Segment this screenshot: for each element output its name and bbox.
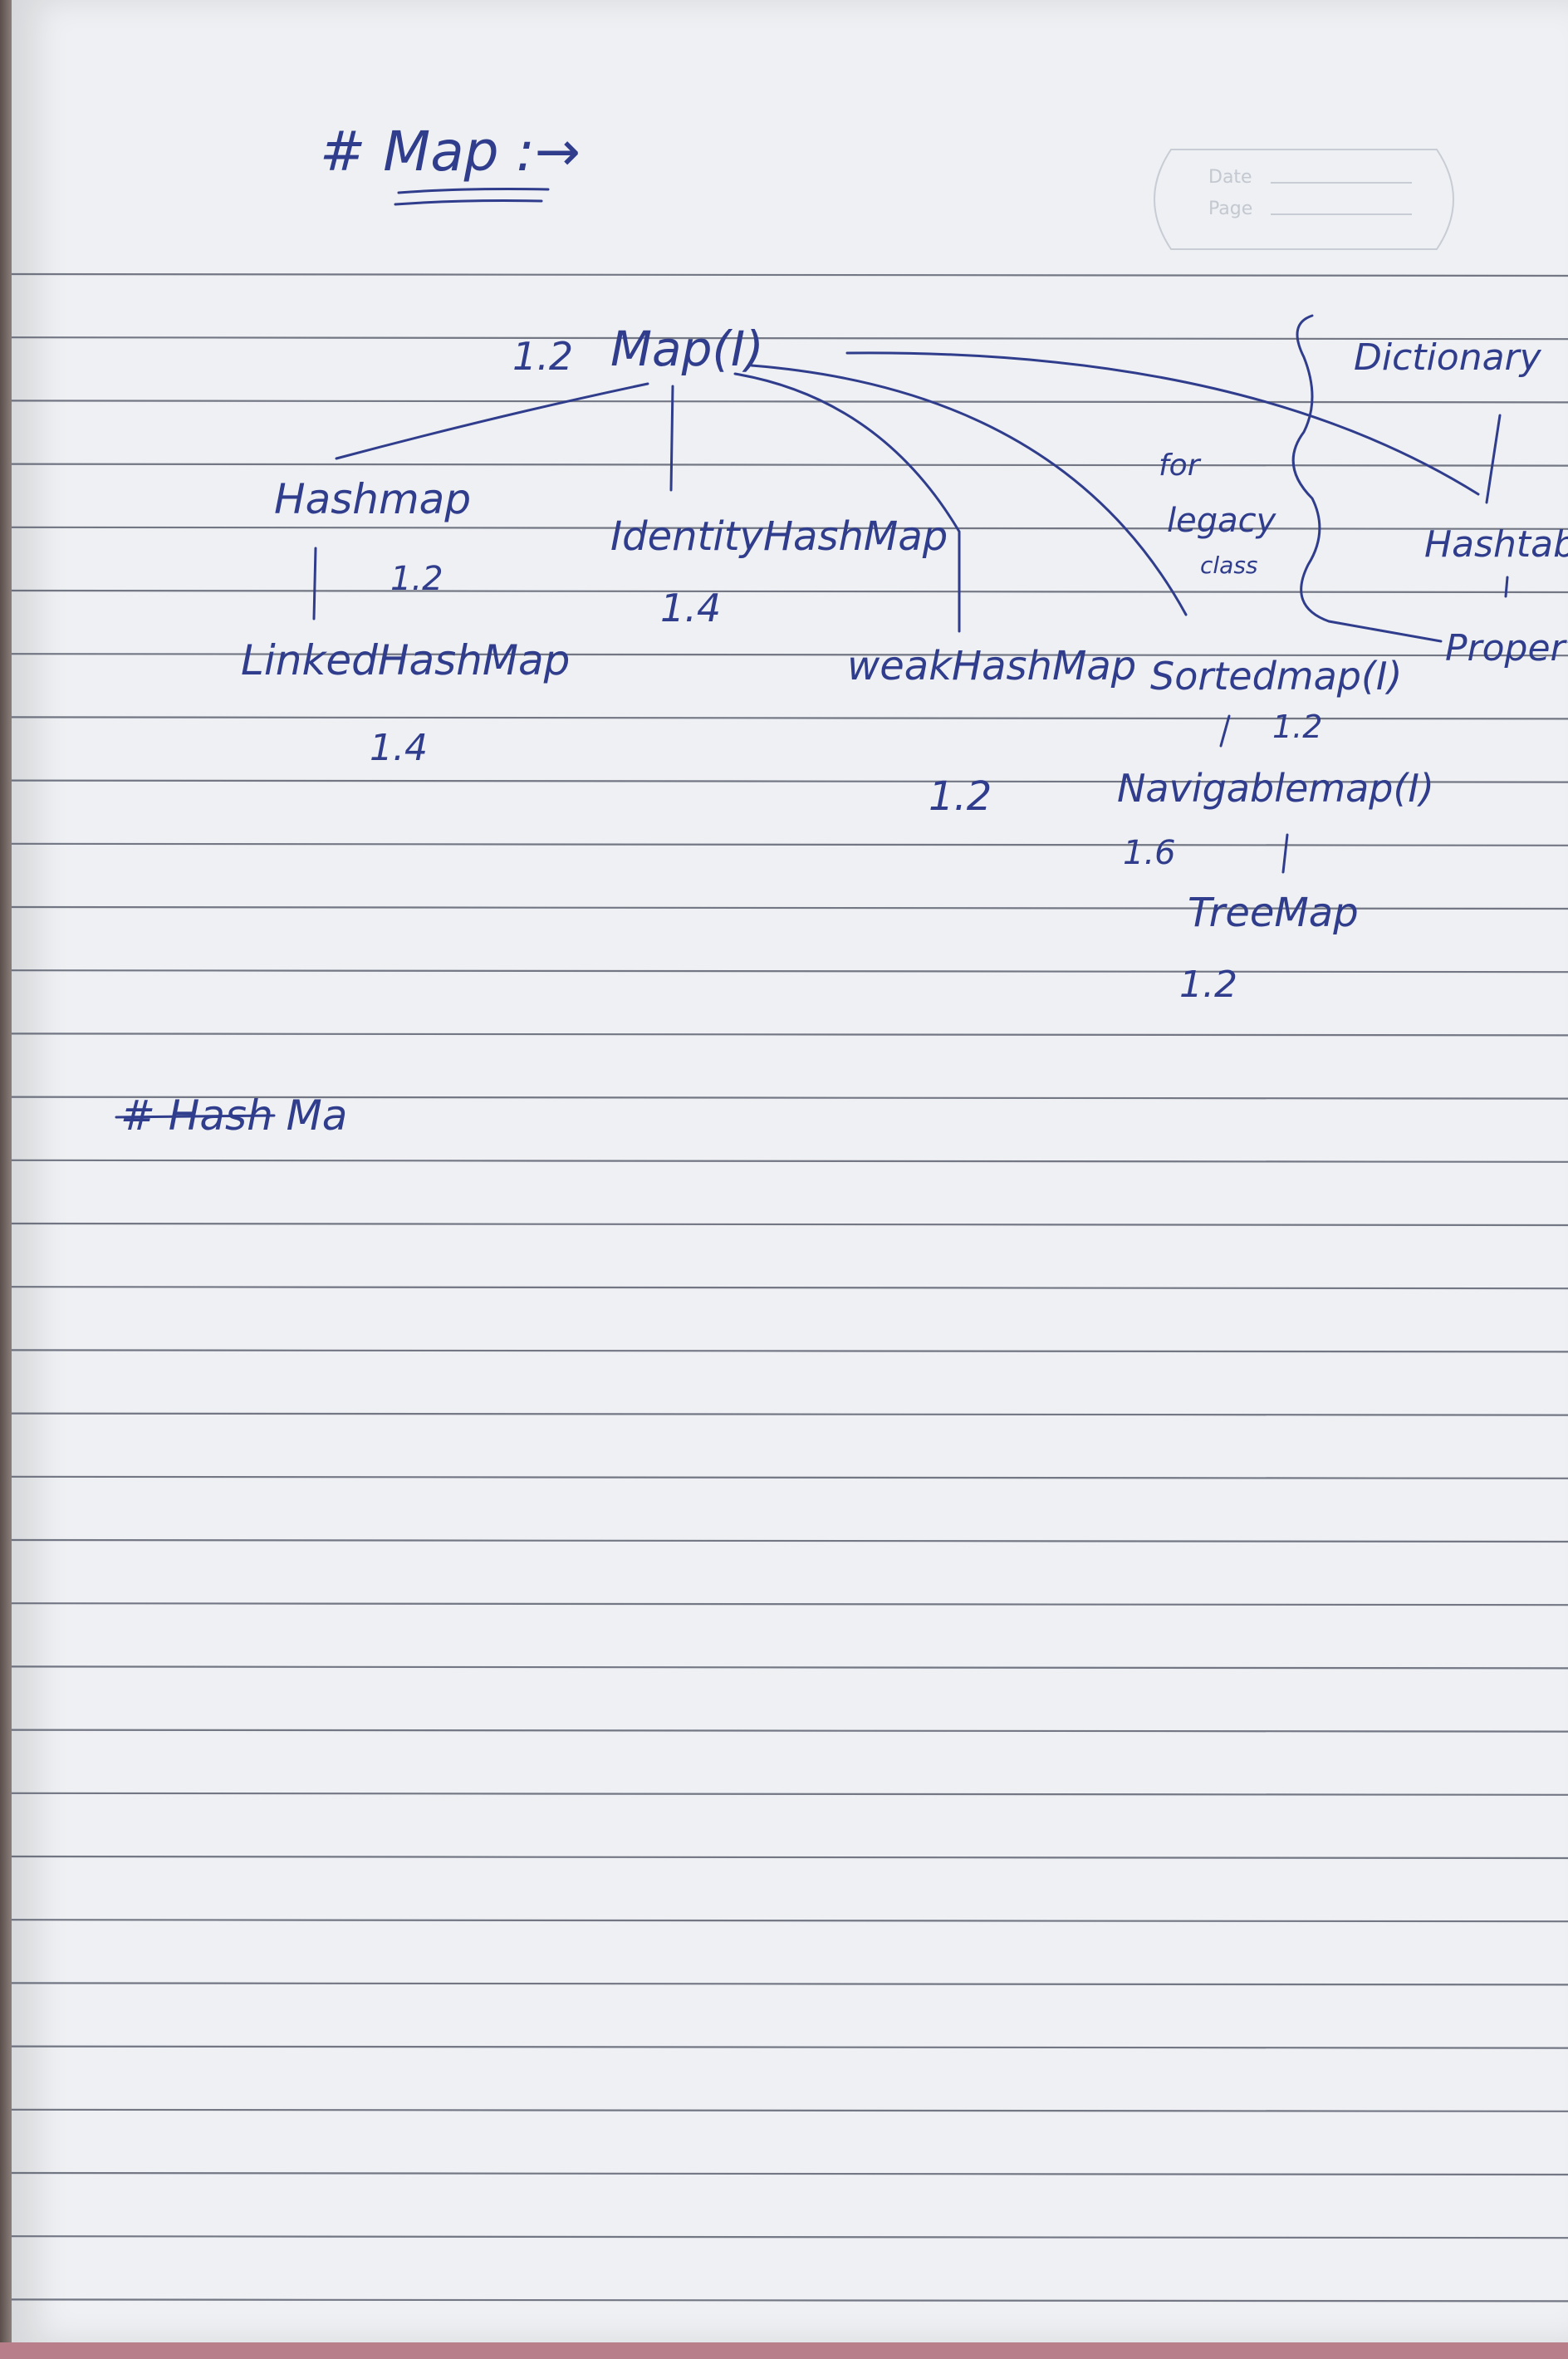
- ruled-line: [11, 2108, 1568, 2112]
- table-surface-strip: [0, 2342, 1568, 2359]
- page-heading: # Map :→: [320, 120, 581, 184]
- ruled-line: [11, 716, 1568, 720]
- ruled-line: [11, 1032, 1568, 1037]
- date-page-box: Date Page: [1154, 149, 1454, 250]
- ruled-line: [11, 336, 1568, 341]
- ruled-line: [11, 1602, 1568, 1606]
- legacy-note-line3: class: [1200, 552, 1258, 579]
- ruled-line: [11, 1159, 1568, 1163]
- root-version: 1.2: [512, 334, 573, 379]
- hashmap-label: Hashmap: [274, 475, 471, 523]
- navigable-map-label: Navigablemap(I): [1117, 766, 1434, 811]
- ruled-line: [11, 1475, 1568, 1479]
- ruled-line: [11, 2171, 1568, 2176]
- linked-hashmap-version: 1.4: [370, 727, 428, 769]
- ruled-line: [11, 2235, 1568, 2239]
- weak-hashmap-version: 1.2: [929, 773, 992, 820]
- ruled-line: [11, 842, 1568, 846]
- tree-map-label: TreeMap: [1188, 890, 1359, 936]
- ruled-line: [11, 1286, 1568, 1290]
- hashmap-version: 1.2: [390, 560, 443, 598]
- legacy-note-line2: legacy: [1167, 502, 1277, 540]
- sorted-map-version: 1.2: [1272, 709, 1322, 745]
- ruled-line: [11, 526, 1568, 530]
- identity-hashmap-label: IdentityHashMap: [610, 513, 948, 560]
- weak-hashmap-label: weakHashMap: [847, 643, 1136, 689]
- ruled-line: [11, 1919, 1568, 1923]
- sorted-map-label: Sortedmap(I): [1150, 654, 1402, 699]
- ruled-line: [11, 463, 1568, 467]
- ruled-line: [11, 969, 1568, 974]
- ruled-line: [11, 905, 1568, 910]
- ruled-line: [11, 779, 1568, 783]
- ruled-line: [11, 1792, 1568, 1796]
- tree-map-version: 1.2: [1179, 964, 1237, 1006]
- ruled-line: [11, 1538, 1568, 1543]
- ruled-line: [11, 653, 1568, 657]
- diagram-connectors: [312, 314, 1509, 874]
- properties-label: Properties: [1445, 627, 1568, 669]
- identity-hashmap-version: 1.4: [660, 586, 721, 630]
- ruled-line: [11, 1729, 1568, 1733]
- ruled-line: [11, 400, 1568, 404]
- hashtable-label: Hashtable: [1424, 523, 1568, 566]
- page-label: Page: [1208, 199, 1252, 219]
- notebook-page: [12, 0, 1568, 2342]
- linked-hashmap-label: LinkedHashMap: [241, 636, 570, 684]
- ruled-line: [11, 1349, 1568, 1353]
- navigable-map-version: 1.6: [1123, 834, 1176, 872]
- ruled-line: [11, 589, 1568, 594]
- ruled-line: [11, 1665, 1568, 1670]
- root-node-label: Map(I): [610, 321, 764, 377]
- ruled-line: [11, 2045, 1568, 2049]
- date-label: Date: [1208, 167, 1252, 188]
- dictionary-label: Dictionary: [1354, 336, 1542, 379]
- legacy-note-line1: for: [1159, 449, 1202, 483]
- ruled-lines: [11, 272, 1568, 2303]
- ruled-line: [11, 2298, 1568, 2303]
- notebook-binding-edge: [0, 0, 12, 2359]
- ruled-line: [11, 1222, 1568, 1227]
- ruled-line: [11, 1412, 1568, 1416]
- ruled-line: [11, 1096, 1568, 1100]
- ruled-line: [11, 272, 1568, 277]
- ruled-line: [11, 1855, 1568, 1860]
- ruled-line: [11, 1982, 1568, 1986]
